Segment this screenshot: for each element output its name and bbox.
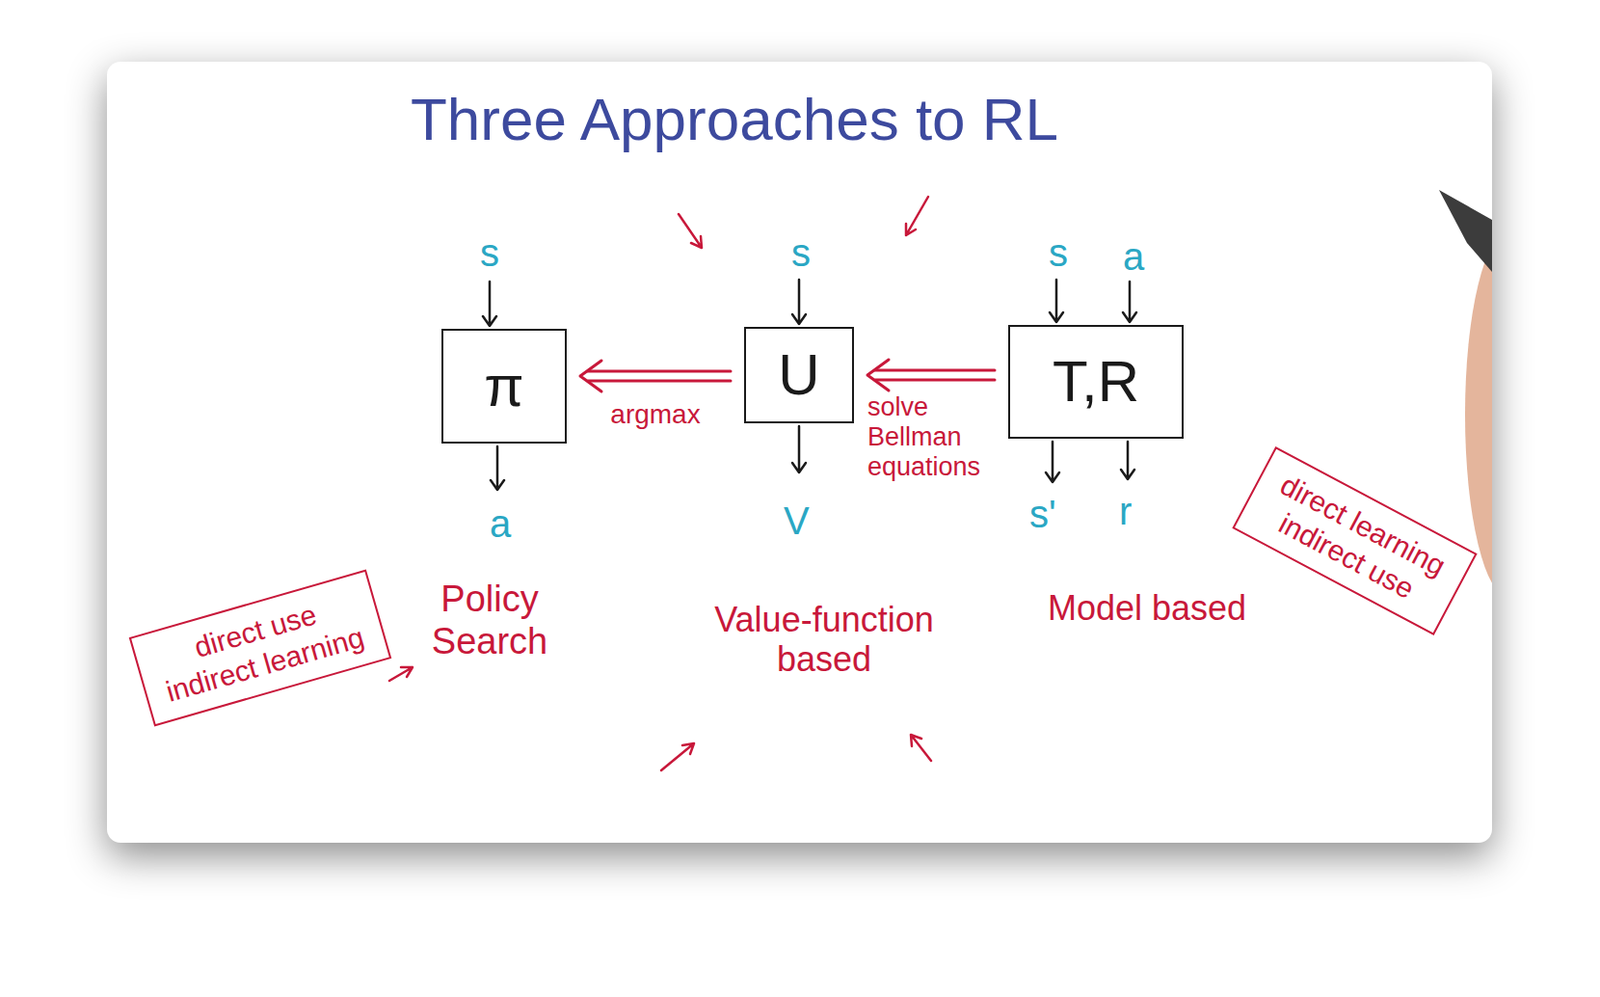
output-arrow <box>1120 441 1135 480</box>
note-text: direct use indirect learning <box>146 585 374 712</box>
pointer-arrow <box>678 213 702 248</box>
note-text: direct learning indirect use <box>1251 463 1459 618</box>
signal-name: V <box>783 498 810 543</box>
model-box: π <box>441 328 567 444</box>
note-box: direct use indirect learning <box>129 569 393 727</box>
model-box: U <box>744 326 854 424</box>
signal-name: s <box>480 230 500 275</box>
io-arrows <box>482 279 1137 490</box>
approach-name: Policy Search <box>417 578 562 663</box>
pen-hand <box>1439 189 1493 598</box>
approach-name: Value-function based <box>684 599 964 680</box>
arrow-shaft <box>587 379 731 383</box>
input-arrow <box>1122 281 1137 322</box>
box-symbol: π <box>483 357 524 416</box>
signal-name: a <box>489 501 511 546</box>
output-arrow <box>1045 441 1060 482</box>
approach-name: Model based <box>1021 587 1273 628</box>
diagram-title: Three Approaches to RL <box>410 84 1059 154</box>
pointer-arrow <box>906 196 929 236</box>
signal-name: a <box>1122 234 1145 279</box>
double-arrow <box>867 359 995 391</box>
output-arrow <box>792 426 806 473</box>
arrow-shaft <box>875 378 995 382</box>
signal-name: s <box>1048 230 1068 275</box>
arrow-head <box>867 359 889 391</box>
model-box: T,R <box>1008 324 1184 439</box>
edge-label: argmax <box>587 399 723 430</box>
input-arrow <box>1049 279 1064 322</box>
output-arrow <box>490 446 505 490</box>
hand <box>1465 231 1493 598</box>
signal-name: s <box>791 230 811 275</box>
double-arrow <box>580 360 731 392</box>
input-arrow <box>482 281 497 326</box>
arrow-head <box>580 360 602 392</box>
arrow-shaft <box>875 369 995 373</box>
arrow-shaft <box>587 370 731 374</box>
input-arrow <box>792 279 806 324</box>
pointer-arrow <box>389 666 413 681</box>
pointer-arrow <box>910 734 932 761</box>
pen <box>1439 189 1493 272</box>
note-box: direct learning indirect use <box>1231 446 1477 636</box>
signal-name: s' <box>1029 491 1057 536</box>
edge-label: solve Bellman equations <box>867 392 986 482</box>
box-symbol: U <box>777 346 820 404</box>
box-symbol: T,R <box>1052 352 1140 411</box>
signal-name: r <box>1119 488 1132 534</box>
pointer-arrow <box>661 743 694 771</box>
pointer-ticks <box>389 196 932 771</box>
